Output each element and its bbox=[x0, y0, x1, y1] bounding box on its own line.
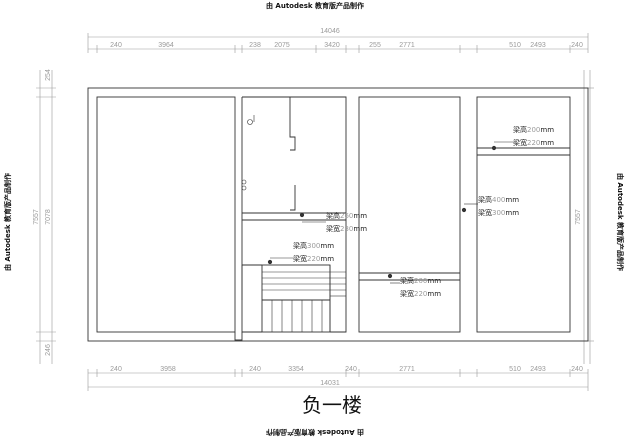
top-seg-9: 2493 bbox=[530, 42, 546, 49]
svg-text:梁高300mm: 梁高300mm bbox=[293, 241, 334, 250]
bottom-seg-3: 240 bbox=[249, 366, 261, 373]
bottom-seg-6: 2771 bbox=[399, 366, 415, 373]
svg-text:梁高400mm: 梁高400mm bbox=[478, 195, 519, 204]
svg-text:梁宽220mm: 梁宽220mm bbox=[513, 138, 554, 147]
left-top-dimension: 254 bbox=[45, 69, 52, 81]
svg-text:梁宽230mm: 梁宽230mm bbox=[326, 224, 367, 233]
beam-annotation-1: 梁高200mm 梁宽220mm bbox=[513, 125, 554, 147]
bottom-seg-2: 3958 bbox=[160, 366, 176, 373]
svg-text:梁宽300mm: 梁宽300mm bbox=[478, 208, 519, 217]
top-seg-1: 240 bbox=[110, 42, 122, 49]
top-seg-3: 238 bbox=[249, 42, 261, 49]
bottom-dimension-lines bbox=[87, 369, 589, 391]
top-total-dimension: 14046 bbox=[320, 28, 340, 35]
top-seg-2: 3964 bbox=[158, 42, 174, 49]
beam-annotation-4: 梁高300mm 梁宽220mm bbox=[293, 241, 334, 263]
top-seg-6: 255 bbox=[369, 42, 381, 49]
top-seg-5: 3420 bbox=[324, 42, 340, 49]
watermark-left: 由 Autodesk 教育版产品制作 bbox=[3, 173, 12, 271]
svg-text:梁宽220mm: 梁宽220mm bbox=[400, 289, 441, 298]
right-dimension-lines bbox=[580, 70, 594, 364]
right-total-dimension: 7557 bbox=[575, 209, 582, 225]
watermark-bottom: 由 Autodesk 教育版产品制作 bbox=[266, 428, 364, 437]
bottom-seg-1: 240 bbox=[110, 366, 122, 373]
top-seg-7: 2771 bbox=[399, 42, 415, 49]
floor-title: 负一楼 bbox=[302, 393, 362, 417]
top-dimension-lines bbox=[87, 33, 589, 53]
watermark-right: 由 Autodesk 教育版产品制作 bbox=[616, 173, 625, 271]
top-seg-4: 2075 bbox=[274, 42, 290, 49]
svg-text:梁宽220mm: 梁宽220mm bbox=[293, 254, 334, 263]
beam-annotation-3: 梁高400mm 梁宽300mm bbox=[478, 195, 519, 217]
bottom-seg-4: 3354 bbox=[288, 366, 304, 373]
bottom-seg-9: 240 bbox=[571, 366, 583, 373]
beam-annotation-2: 梁高260mm 梁宽230mm bbox=[326, 211, 367, 233]
svg-text:梁高200mm: 梁高200mm bbox=[400, 276, 441, 285]
beam-leader-lines bbox=[267, 141, 516, 284]
top-seg-10: 240 bbox=[571, 42, 583, 49]
floor-plan-walls bbox=[87, 87, 589, 342]
beam-annotation-5: 梁高200mm 梁宽220mm bbox=[400, 276, 441, 298]
svg-text:梁高260mm: 梁高260mm bbox=[326, 211, 367, 220]
left-dimension-lines bbox=[36, 70, 56, 364]
bottom-segment-dimensions: 240 3958 240 3354 240 2771 510 2493 240 bbox=[110, 366, 583, 373]
bottom-seg-8: 2493 bbox=[530, 366, 546, 373]
left-total-dimension: 7557 bbox=[33, 209, 40, 225]
watermark-top: 由 Autodesk 教育版产品制作 bbox=[266, 1, 364, 10]
top-segment-dimensions: 240 3964 238 2075 3420 255 2771 510 2493… bbox=[110, 42, 583, 49]
bathroom-fixtures bbox=[241, 115, 255, 191]
svg-text:梁高200mm: 梁高200mm bbox=[513, 125, 554, 134]
bottom-seg-7: 510 bbox=[509, 366, 521, 373]
bottom-total-dimension: 14031 bbox=[320, 380, 340, 387]
left-inner-dimension: 7078 bbox=[45, 209, 52, 225]
left-bottom-dimension: 246 bbox=[45, 344, 52, 356]
stair-treads bbox=[262, 265, 346, 332]
bottom-seg-5: 240 bbox=[345, 366, 357, 373]
top-seg-8: 510 bbox=[509, 42, 521, 49]
